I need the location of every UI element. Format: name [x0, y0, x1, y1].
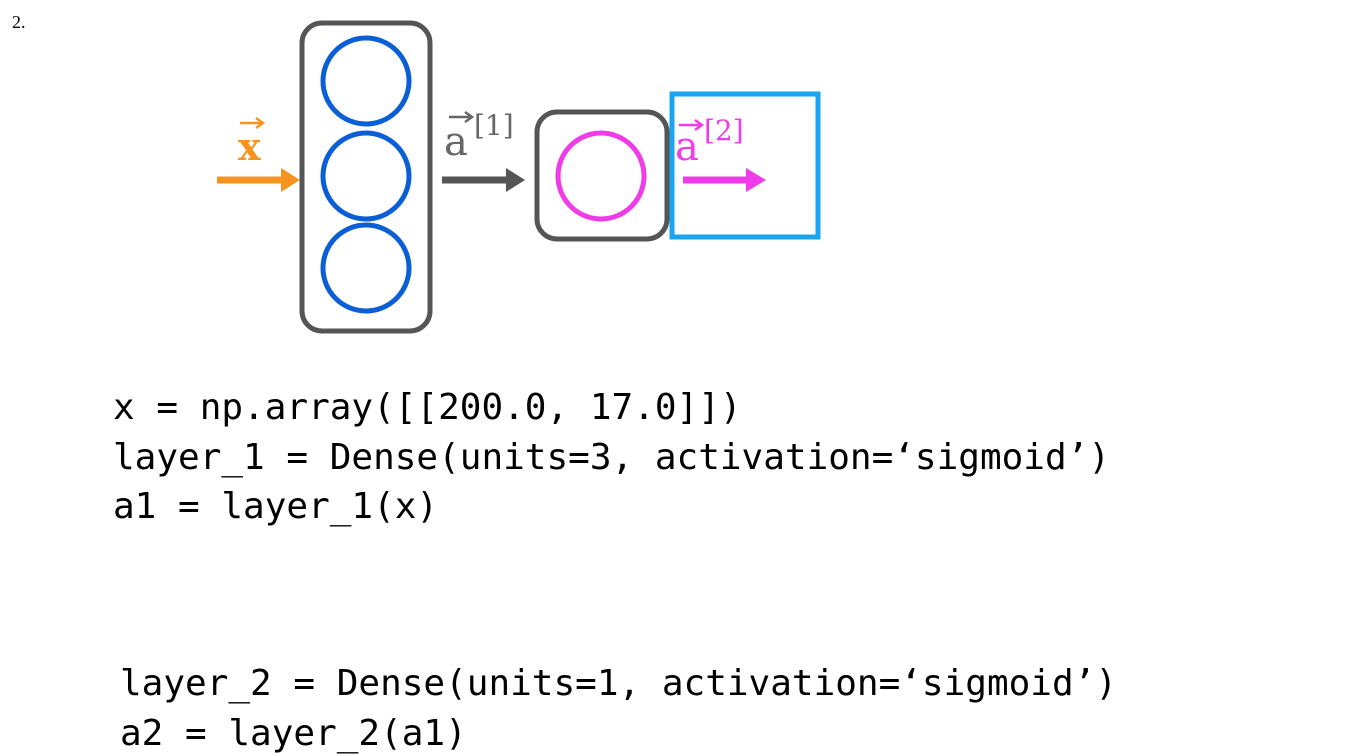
neural-network-diagram: x a [1] a [2]: [217, 20, 821, 334]
code-line-x: x = np.array([[200.0, 17.0]]): [113, 387, 742, 428]
output-arrow: [683, 168, 766, 192]
output-label-text: a: [675, 124, 699, 170]
layer-1-neuron-2: [320, 130, 412, 222]
code-line-layer-2: layer_2 = Dense(units=1, activation=‘sig…: [120, 663, 1117, 704]
hidden-output-label-text: a: [444, 119, 468, 165]
output-superscript: [2]: [704, 114, 744, 147]
hidden-output-superscript: [1]: [474, 109, 514, 142]
input-label-text: x: [238, 124, 261, 169]
layer-1-neuron-3: [320, 222, 412, 314]
input-arrow: [217, 168, 300, 192]
layer-1-neuron-1: [320, 35, 412, 127]
input-label: x: [238, 116, 266, 169]
output-label: a [2]: [675, 114, 744, 170]
code-line-layer-1: layer_1 = Dense(units=3, activation=‘sig…: [113, 437, 1110, 478]
question-number: 2.: [12, 12, 26, 32]
layer-2-neuron: [555, 130, 647, 222]
code-line-a1: a1 = layer_1(x): [113, 486, 439, 527]
hidden-output-label: a [1]: [444, 109, 514, 165]
code-line-a2: a2 = layer_2(a1): [120, 713, 467, 754]
output-highlight-box: [669, 91, 821, 240]
layer-2-box: [534, 109, 670, 242]
hidden-arrow: [442, 168, 525, 192]
layer-1-box: [299, 20, 433, 334]
